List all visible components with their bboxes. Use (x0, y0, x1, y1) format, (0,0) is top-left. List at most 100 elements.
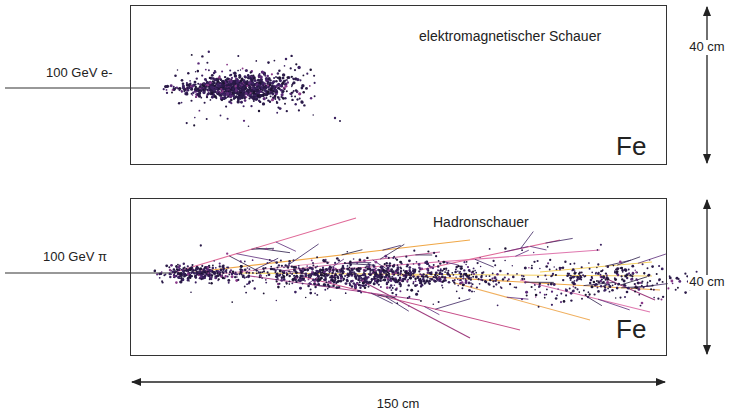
shower-dot (200, 268, 202, 270)
shower-dot (194, 81, 197, 84)
particle-track (280, 252, 440, 271)
shower-dot (282, 97, 285, 100)
particle-track (250, 276, 420, 300)
shower-dot (426, 280, 428, 282)
shower-dot (248, 86, 251, 89)
shower-dot (312, 114, 314, 116)
shower-dot (320, 277, 323, 280)
shower-dot (277, 88, 279, 90)
shower-dot (281, 93, 284, 96)
particle-track (530, 246, 546, 250)
shower-dot (248, 274, 250, 276)
shower-dot (412, 269, 415, 272)
shower-dot (196, 77, 198, 79)
shower-dot (272, 80, 275, 83)
shower-dot (281, 90, 284, 93)
shower-dot (232, 86, 234, 88)
shower-dot (413, 263, 415, 265)
shower-dot (220, 97, 223, 100)
shower-dot (276, 84, 278, 86)
shower-dot (373, 282, 376, 285)
shower-dot (208, 275, 210, 277)
shower-dot (225, 106, 227, 108)
shower-dot (226, 88, 228, 90)
shower-dot (398, 282, 400, 284)
shower-dot (376, 275, 379, 278)
shower-dot (227, 266, 229, 268)
shower-dot (206, 118, 208, 120)
beam-line (5, 272, 172, 273)
dimension-arrow (706, 7, 707, 163)
shower-dot (274, 96, 277, 99)
shower-dot (282, 73, 285, 76)
shower-dot (290, 67, 292, 69)
shower-dot (183, 272, 186, 275)
particle-track (525, 282, 554, 283)
shower-dot (192, 269, 195, 272)
shower-dot (347, 274, 350, 277)
shower-dot (256, 94, 259, 97)
shower-dot (300, 100, 303, 103)
shower-dot (219, 263, 221, 265)
particle-track (475, 259, 494, 267)
shower-dot (276, 276, 279, 279)
shower-dot (197, 62, 199, 64)
shower-dot (372, 278, 374, 280)
shower-dot (275, 261, 278, 264)
shower-dot (216, 88, 218, 90)
shower-dot (403, 270, 405, 272)
particle-track (380, 244, 404, 259)
shower-dot (250, 71, 252, 73)
shower-dot (389, 262, 391, 264)
shower-dot (288, 263, 290, 265)
shower-dot (229, 74, 231, 76)
shower-dot (211, 274, 213, 276)
shower-dot (267, 61, 270, 64)
shower-dot (244, 99, 247, 102)
shower-dot (381, 267, 384, 270)
shower-dot (216, 92, 218, 94)
shower-dot (285, 58, 288, 61)
shower-dot (186, 269, 189, 272)
shower-dot (268, 82, 271, 85)
shower-dot (236, 92, 239, 95)
shower-dot (402, 274, 404, 276)
shower-dot (301, 87, 304, 90)
shower-dot (208, 282, 210, 284)
shower-dot (314, 82, 316, 84)
shower-dot (251, 91, 253, 93)
shower-dot (267, 81, 269, 83)
shower-dot (329, 281, 331, 283)
shower-dot (463, 277, 465, 279)
shower-dot (291, 99, 293, 101)
shower-dot (204, 267, 206, 269)
shower-dot (274, 89, 277, 92)
particle-track (415, 254, 432, 255)
shower-dot (235, 78, 237, 80)
shower-dot (359, 280, 361, 282)
shower-dot (341, 270, 344, 273)
shower-dot (206, 96, 208, 98)
shower-dot (279, 88, 281, 90)
shower-dot (187, 265, 189, 267)
shower-dot (288, 270, 290, 272)
shower-dot (200, 274, 202, 276)
shower-dot (307, 285, 310, 288)
shower-dot (188, 87, 191, 90)
shower-dot (196, 270, 198, 272)
shower-dot (206, 273, 208, 275)
shower-dot (371, 279, 373, 281)
shower-dot (317, 278, 320, 281)
shower-dot (241, 85, 244, 88)
shower-dot (209, 267, 211, 269)
shower-dot (281, 89, 283, 91)
shower-dot (433, 264, 435, 266)
shower-dot (356, 283, 358, 285)
shower-dot (295, 63, 297, 65)
shower-dot (294, 69, 296, 71)
shower-dot (248, 83, 251, 86)
shower-dot (169, 269, 172, 272)
shower-dot (230, 269, 232, 271)
shower-dot (196, 266, 199, 269)
shower-dot (402, 278, 404, 280)
